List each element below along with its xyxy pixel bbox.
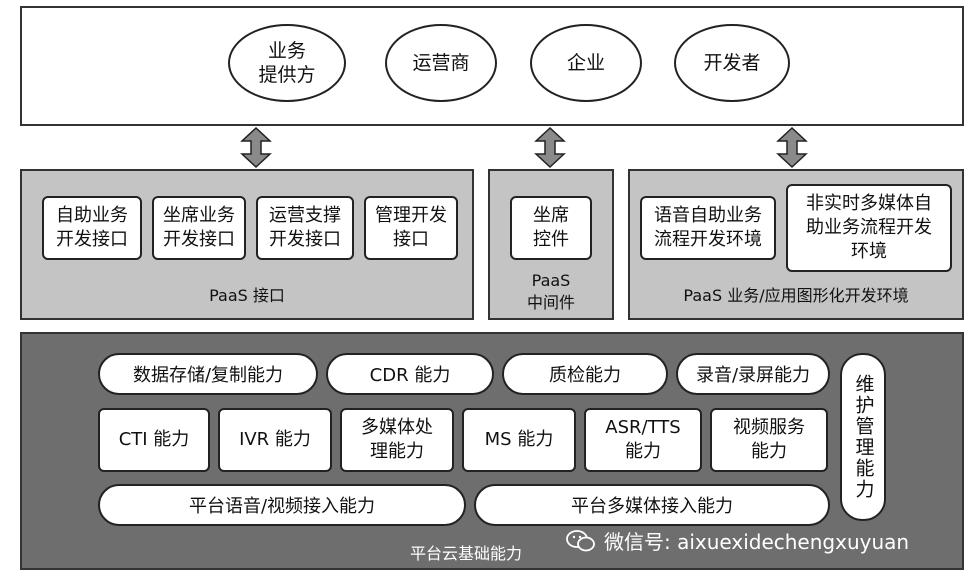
cti-capability: CTI 能力: [98, 408, 210, 472]
paas-interface-label: PaaS 接口: [209, 286, 285, 305]
video-service-capability: 视频服务 能力: [710, 408, 828, 472]
cdr-capability: CDR 能力: [326, 353, 494, 395]
multimedia-processing-capability: 多媒体处 理能力: [340, 408, 454, 472]
ellipse-enterprise: 企业: [530, 24, 642, 102]
multimedia-self-service-env-box: 非实时多媒体自 助业务流程开发 环境: [786, 184, 952, 272]
management-dev-interface-box: 管理开发 接口: [364, 196, 458, 260]
asr-tts-capability: ASR/TTS 能力: [584, 408, 702, 472]
recording-capability: 录音/录屏能力: [676, 353, 830, 395]
ellipse-operator: 运营商: [385, 24, 497, 102]
voice-self-service-env-box: 语音自助业务 流程开发环境: [640, 196, 776, 260]
double-arrow-middle: [534, 126, 566, 169]
ellipse-service-provider: 业务 提供方: [228, 24, 346, 102]
agent-dev-interface-box: 坐席业务 开发接口: [152, 196, 246, 260]
maintenance-management-capability: 维护管理能力: [840, 353, 886, 521]
ops-support-dev-interface-box: 运营支撑 开发接口: [256, 196, 354, 260]
wechat-icon: [566, 529, 595, 551]
ivr-capability: IVR 能力: [218, 408, 332, 472]
ms-capability: MS 能力: [462, 408, 576, 472]
paas-graphical-env-label: PaaS 业务/应用图形化开发环境: [683, 286, 909, 305]
platform-cloud-label: 平台云基础能力: [410, 544, 523, 563]
data-storage-capability: 数据存储/复制能力: [98, 353, 318, 395]
paas-middleware-label: PaaS 中间件: [526, 271, 575, 312]
watermark-text: 微信号: aixuexidechengxuyuan: [604, 530, 910, 554]
watermark: 微信号: aixuexidechengxuyuan: [566, 526, 909, 555]
quality-inspection-capability: 质检能力: [502, 353, 668, 395]
double-arrow-right: [776, 126, 808, 169]
self-service-dev-interface-box: 自助业务 开发接口: [42, 196, 142, 260]
multimedia-access-capability: 平台多媒体接入能力: [474, 484, 830, 526]
agent-control-box: 坐席 控件: [510, 196, 592, 260]
ellipse-developer: 开发者: [674, 24, 790, 102]
voice-video-access-capability: 平台语音/视频接入能力: [98, 484, 466, 526]
double-arrow-left: [240, 126, 272, 169]
